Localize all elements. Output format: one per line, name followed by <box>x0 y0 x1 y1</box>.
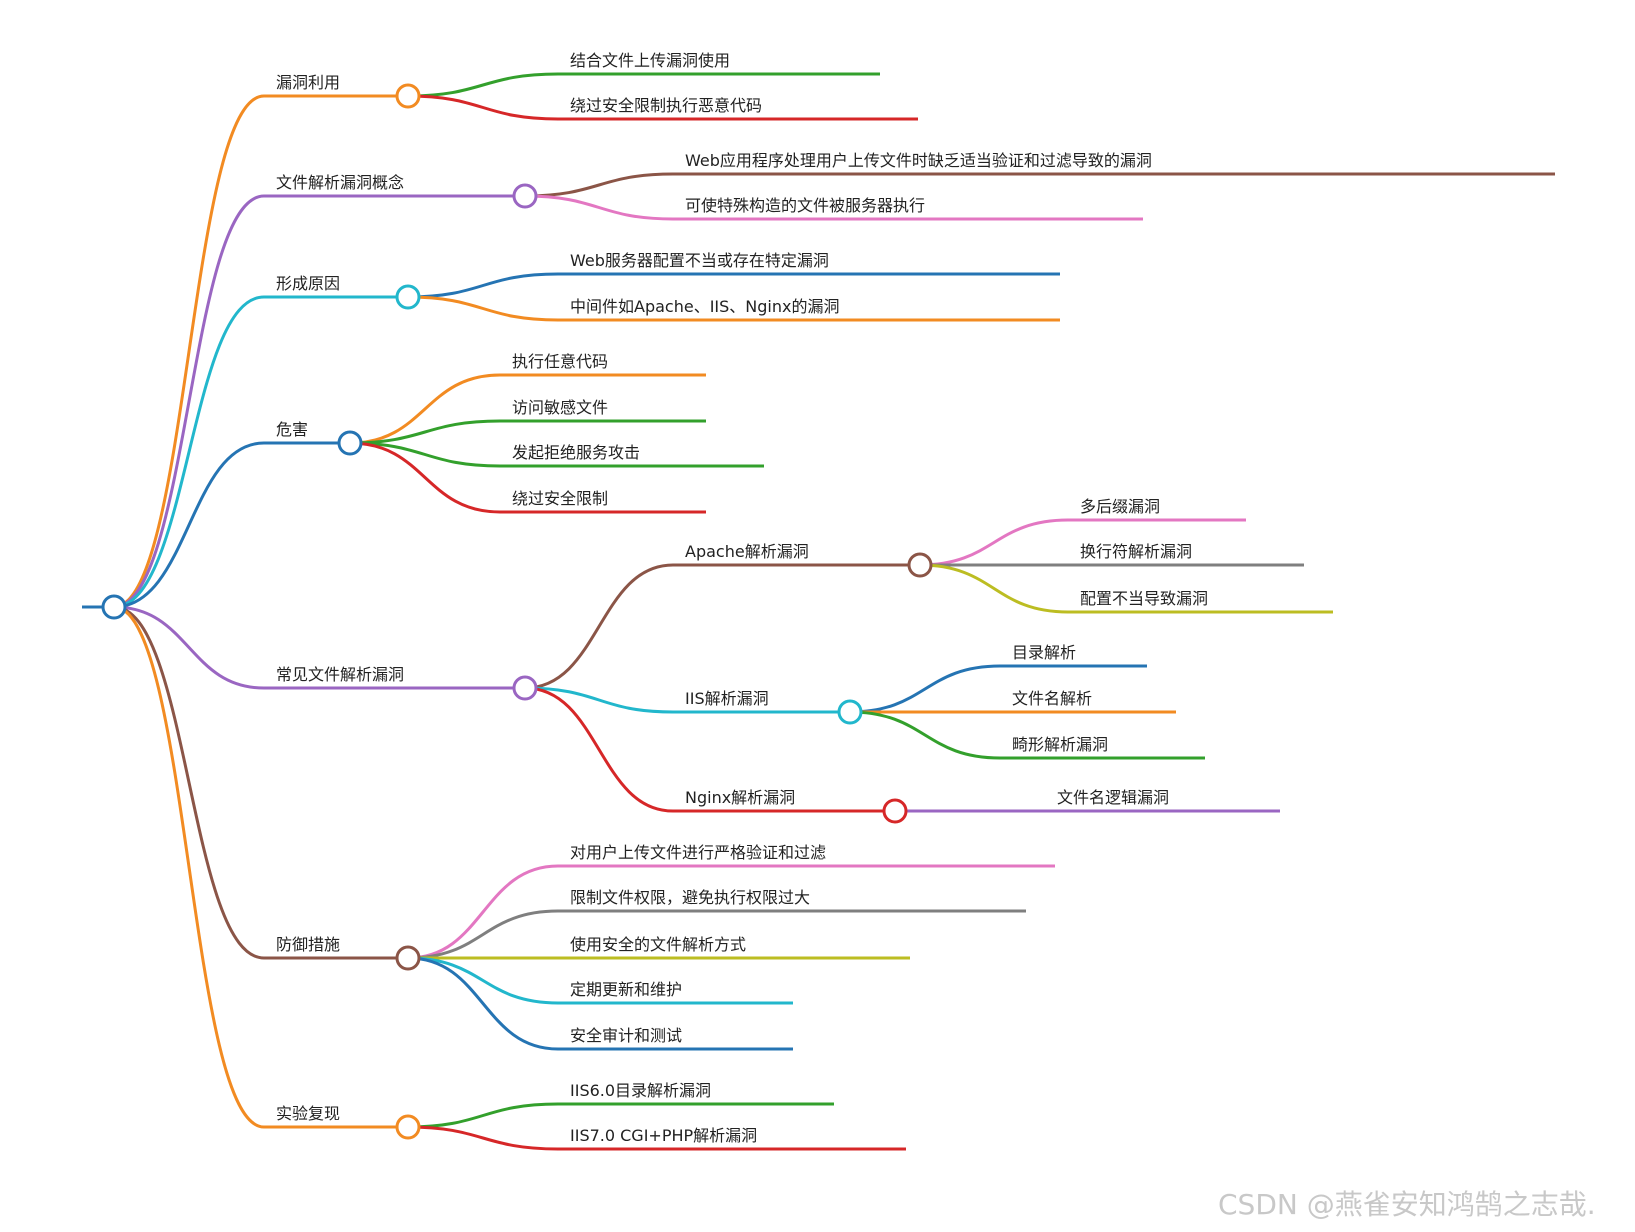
leaf-label-4-1-1: 文件名解析 <box>1012 689 1092 708</box>
leaf-label-4-0: Apache解析漏洞 <box>685 542 809 561</box>
branch-label-6: 实验复现 <box>276 1104 340 1123</box>
edge-root-6 <box>113 605 265 1129</box>
leaf-label-3-3: 绕过安全限制 <box>512 489 608 508</box>
node-circle-4-0[interactable] <box>907 552 933 578</box>
edge-3-1 <box>349 419 501 445</box>
edge-root-4 <box>113 605 265 690</box>
edge-4-0 <box>524 563 674 690</box>
branch-label-5: 防御措施 <box>276 935 340 954</box>
leaf-label-0-0: 结合文件上传漏洞使用 <box>570 51 730 70</box>
mind-map-nodes <box>101 83 933 1140</box>
edge-5-4 <box>407 956 559 1051</box>
leaf-label-6-1: IIS7.0 CGI+PHP解析漏洞 <box>570 1126 757 1145</box>
node-circle-4[interactable] <box>512 675 538 701</box>
node-circle-6[interactable] <box>395 1114 421 1140</box>
node-circle-3[interactable] <box>337 430 363 456</box>
leaf-label-4-2-0: 文件名逻辑漏洞 <box>1057 788 1169 807</box>
leaf-label-1-0: Web应用程序处理用户上传文件时缺乏适当验证和过滤导致的漏洞 <box>685 151 1152 170</box>
edge-2-1 <box>407 295 559 322</box>
leaf-label-0-1: 绕过安全限制执行恶意代码 <box>570 96 762 115</box>
leaf-label-5-0: 对用户上传文件进行严格验证和过滤 <box>570 843 826 862</box>
edge-6-0 <box>407 1102 559 1129</box>
mind-map-edges <box>82 72 1069 1151</box>
leaf-label-3-2: 发起拒绝服务攻击 <box>512 443 640 462</box>
branch-label-2: 形成原因 <box>276 274 340 293</box>
edge-root-1 <box>113 194 265 609</box>
node-circle-4-1[interactable] <box>837 699 863 725</box>
edge-1-0 <box>524 172 674 198</box>
node-circle-1[interactable] <box>512 183 538 209</box>
leaf-label-4-0-0: 多后缀漏洞 <box>1080 497 1160 516</box>
branch-label-1: 文件解析漏洞概念 <box>276 173 404 192</box>
leaf-label-4-0-2: 配置不当导致漏洞 <box>1080 589 1208 608</box>
leaf-label-1-1: 可使特殊构造的文件被服务器执行 <box>685 196 925 215</box>
edge-4-0-2 <box>919 563 1069 614</box>
node-circle-4-2[interactable] <box>882 798 908 824</box>
leaf-label-5-3: 定期更新和维护 <box>570 980 682 999</box>
edge-3-0 <box>349 373 501 445</box>
leaf-label-4-2: Nginx解析漏洞 <box>685 788 795 807</box>
edge-5-0 <box>407 864 559 960</box>
leaf-label-3-0: 执行任意代码 <box>512 352 608 371</box>
edge-4-2 <box>524 686 674 813</box>
root-node-circle[interactable] <box>101 594 127 620</box>
edge-5-1 <box>407 909 559 960</box>
leaf-label-5-2: 使用安全的文件解析方式 <box>570 935 746 954</box>
edge-root-2 <box>113 295 265 609</box>
leaf-label-3-1: 访问敏感文件 <box>512 398 608 417</box>
watermark: CSDN @燕雀安知鸿鹄之志哉. <box>1218 1188 1596 1221</box>
leaf-label-4-0-1: 换行符解析漏洞 <box>1080 542 1192 561</box>
edge-root-0 <box>113 94 265 609</box>
leaf-label-4-1: IIS解析漏洞 <box>685 689 769 708</box>
edge-4-1-0 <box>849 664 1001 714</box>
edge-3-2 <box>349 441 501 468</box>
edge-3-3 <box>349 441 501 514</box>
leaf-label-5-4: 安全审计和测试 <box>570 1026 682 1045</box>
edge-0-1 <box>407 94 559 121</box>
edge-1-1 <box>524 194 674 221</box>
branch-label-4: 常见文件解析漏洞 <box>276 665 404 684</box>
leaf-label-2-1: 中间件如Apache、IIS、Nginx的漏洞 <box>570 297 839 316</box>
edge-4-1 <box>524 686 674 714</box>
edge-6-1 <box>407 1125 559 1151</box>
node-circle-2[interactable] <box>395 284 421 310</box>
edge-root-3 <box>113 441 265 609</box>
edge-root-5 <box>113 605 265 960</box>
node-circle-0[interactable] <box>395 83 421 109</box>
edge-0-0 <box>407 72 559 98</box>
edge-5-3 <box>407 956 559 1005</box>
branch-label-3: 危害 <box>276 420 308 439</box>
node-circle-5[interactable] <box>395 945 421 971</box>
branch-label-0: 漏洞利用 <box>276 73 340 92</box>
mind-map-underlines <box>264 72 1555 1151</box>
leaf-label-2-0: Web服务器配置不当或存在特定漏洞 <box>570 251 829 270</box>
edge-4-1-2 <box>849 710 1001 760</box>
leaf-label-5-1: 限制文件权限，避免执行权限过大 <box>570 888 810 907</box>
leaf-label-4-1-2: 畸形解析漏洞 <box>1012 735 1108 754</box>
leaf-label-6-0: IIS6.0目录解析漏洞 <box>570 1081 711 1100</box>
leaf-label-4-1-0: 目录解析 <box>1012 643 1076 662</box>
edge-2-0 <box>407 272 559 299</box>
edge-4-0-0 <box>919 518 1069 567</box>
